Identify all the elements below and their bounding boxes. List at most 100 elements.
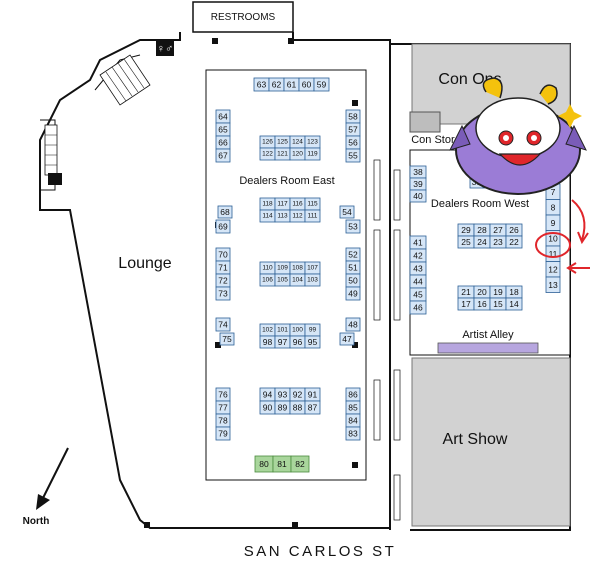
booth-47[interactable]: 47 xyxy=(339,332,355,346)
booth-117[interactable]: 117 xyxy=(274,197,291,211)
booth-51[interactable]: 51 xyxy=(345,260,361,275)
booth-29[interactable]: 29 xyxy=(457,223,475,237)
booth-77[interactable]: 77 xyxy=(215,400,231,415)
booth-16[interactable]: 16 xyxy=(473,297,491,311)
booth-25[interactable]: 25 xyxy=(457,235,475,249)
booth-98[interactable]: 98 xyxy=(259,335,276,349)
booth-108[interactable]: 108 xyxy=(289,261,306,275)
booth-23[interactable]: 23 xyxy=(489,235,507,249)
booth-124[interactable]: 124 xyxy=(289,135,306,149)
booth-83[interactable]: 83 xyxy=(345,426,361,441)
booth-97[interactable]: 97 xyxy=(274,335,291,349)
booth-120[interactable]: 120 xyxy=(289,147,306,161)
booth-39[interactable]: 39 xyxy=(409,177,427,191)
booth-27[interactable]: 27 xyxy=(489,223,507,237)
booth-11[interactable]: 11 xyxy=(545,245,561,262)
booth-88[interactable]: 88 xyxy=(289,400,306,415)
booth-109[interactable]: 109 xyxy=(274,261,291,275)
booth-71[interactable]: 71 xyxy=(215,260,231,275)
booth-102[interactable]: 102 xyxy=(259,323,276,337)
booth-104[interactable]: 104 xyxy=(289,273,306,287)
booth-57[interactable]: 57 xyxy=(345,122,361,137)
booth-54[interactable]: 54 xyxy=(339,205,355,219)
booth-113[interactable]: 113 xyxy=(274,209,291,223)
booth-99[interactable]: 99 xyxy=(304,323,321,337)
booth-8[interactable]: 8 xyxy=(545,199,561,216)
booth-106[interactable]: 106 xyxy=(259,273,276,287)
booth-44[interactable]: 44 xyxy=(409,274,427,289)
booth-115[interactable]: 115 xyxy=(304,197,321,211)
booth-22[interactable]: 22 xyxy=(505,235,523,249)
booth-72[interactable]: 72 xyxy=(215,273,231,288)
booth-69[interactable]: 69 xyxy=(215,219,231,234)
booth-81[interactable]: 81 xyxy=(272,455,292,473)
booth-105[interactable]: 105 xyxy=(274,273,291,287)
booth-76[interactable]: 76 xyxy=(215,387,231,402)
booth-110[interactable]: 110 xyxy=(259,261,276,275)
booth-48[interactable]: 48 xyxy=(345,317,361,332)
booth-89[interactable]: 89 xyxy=(274,400,291,415)
booth-82[interactable]: 82 xyxy=(290,455,310,473)
booth-74[interactable]: 74 xyxy=(215,317,231,332)
booth-14[interactable]: 14 xyxy=(505,297,523,311)
booth-52[interactable]: 52 xyxy=(345,247,361,262)
booth-114[interactable]: 114 xyxy=(259,209,276,223)
booth-65[interactable]: 65 xyxy=(215,122,231,137)
booth-116[interactable]: 116 xyxy=(289,197,306,211)
booth-55[interactable]: 55 xyxy=(345,148,361,163)
booth-118[interactable]: 118 xyxy=(259,197,276,211)
booth-58[interactable]: 58 xyxy=(345,109,361,124)
booth-49[interactable]: 49 xyxy=(345,286,361,301)
booth-107[interactable]: 107 xyxy=(304,261,321,275)
booth-38[interactable]: 38 xyxy=(409,165,427,179)
booth-126[interactable]: 126 xyxy=(259,135,276,149)
booth-13[interactable]: 13 xyxy=(545,276,561,293)
booth-28[interactable]: 28 xyxy=(473,223,491,237)
booth-70[interactable]: 70 xyxy=(215,247,231,262)
booth-17[interactable]: 17 xyxy=(457,297,475,311)
booth-12[interactable]: 12 xyxy=(545,261,561,278)
booth-56[interactable]: 56 xyxy=(345,135,361,150)
booth-90[interactable]: 90 xyxy=(259,400,276,415)
booth-101[interactable]: 101 xyxy=(274,323,291,337)
booth-125[interactable]: 125 xyxy=(274,135,291,149)
booth-84[interactable]: 84 xyxy=(345,413,361,428)
booth-50[interactable]: 50 xyxy=(345,273,361,288)
booth-40[interactable]: 40 xyxy=(409,189,427,203)
booth-45[interactable]: 45 xyxy=(409,287,427,302)
booth-86[interactable]: 86 xyxy=(345,387,361,402)
booth-95[interactable]: 95 xyxy=(304,335,321,349)
booth-46[interactable]: 46 xyxy=(409,300,427,315)
booth-122[interactable]: 122 xyxy=(259,147,276,161)
booth-92[interactable]: 92 xyxy=(289,387,306,402)
booth-119[interactable]: 119 xyxy=(304,147,321,161)
booth-9[interactable]: 9 xyxy=(545,214,561,231)
booth-20[interactable]: 20 xyxy=(473,285,491,299)
booth-63[interactable]: 63 xyxy=(253,77,270,92)
booth-59[interactable]: 59 xyxy=(313,77,330,92)
booth-24[interactable]: 24 xyxy=(473,235,491,249)
booth-94[interactable]: 94 xyxy=(259,387,276,402)
booth-78[interactable]: 78 xyxy=(215,413,231,428)
booth-112[interactable]: 112 xyxy=(289,209,306,223)
booth-62[interactable]: 62 xyxy=(268,77,285,92)
booth-18[interactable]: 18 xyxy=(505,285,523,299)
booth-121[interactable]: 121 xyxy=(274,147,291,161)
booth-96[interactable]: 96 xyxy=(289,335,306,349)
booth-41[interactable]: 41 xyxy=(409,235,427,250)
booth-26[interactable]: 26 xyxy=(505,223,523,237)
booth-85[interactable]: 85 xyxy=(345,400,361,415)
booth-42[interactable]: 42 xyxy=(409,248,427,263)
booth-111[interactable]: 111 xyxy=(304,209,321,223)
booth-91[interactable]: 91 xyxy=(304,387,321,402)
booth-15[interactable]: 15 xyxy=(489,297,507,311)
booth-53[interactable]: 53 xyxy=(345,219,361,234)
booth-60[interactable]: 60 xyxy=(298,77,315,92)
booth-123[interactable]: 123 xyxy=(304,135,321,149)
booth-79[interactable]: 79 xyxy=(215,426,231,441)
booth-75[interactable]: 75 xyxy=(219,332,235,346)
booth-68[interactable]: 68 xyxy=(217,205,233,219)
booth-61[interactable]: 61 xyxy=(283,77,300,92)
booth-66[interactable]: 66 xyxy=(215,135,231,150)
booth-21[interactable]: 21 xyxy=(457,285,475,299)
